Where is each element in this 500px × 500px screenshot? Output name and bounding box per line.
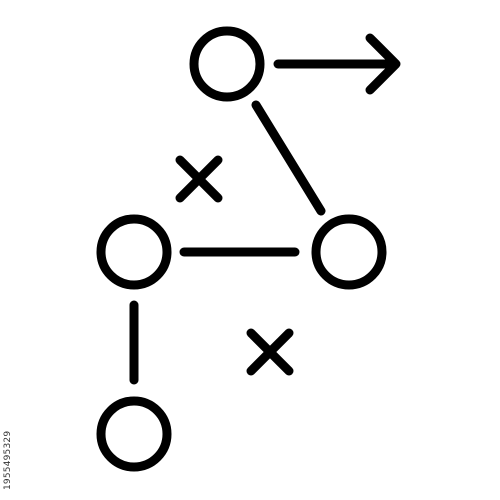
- upper-x-mark-icon: [175, 155, 223, 203]
- stock-image-id: 1955495329: [3, 430, 13, 490]
- right-node-circle: [311, 214, 387, 290]
- arrow-head-icon: [365, 33, 401, 95]
- lower-x-mark-icon: [246, 328, 294, 376]
- top-node-circle: [189, 26, 265, 102]
- diagonal-connector: [251, 100, 326, 216]
- left-node-circle: [96, 214, 172, 290]
- bottom-node-circle: [96, 396, 172, 472]
